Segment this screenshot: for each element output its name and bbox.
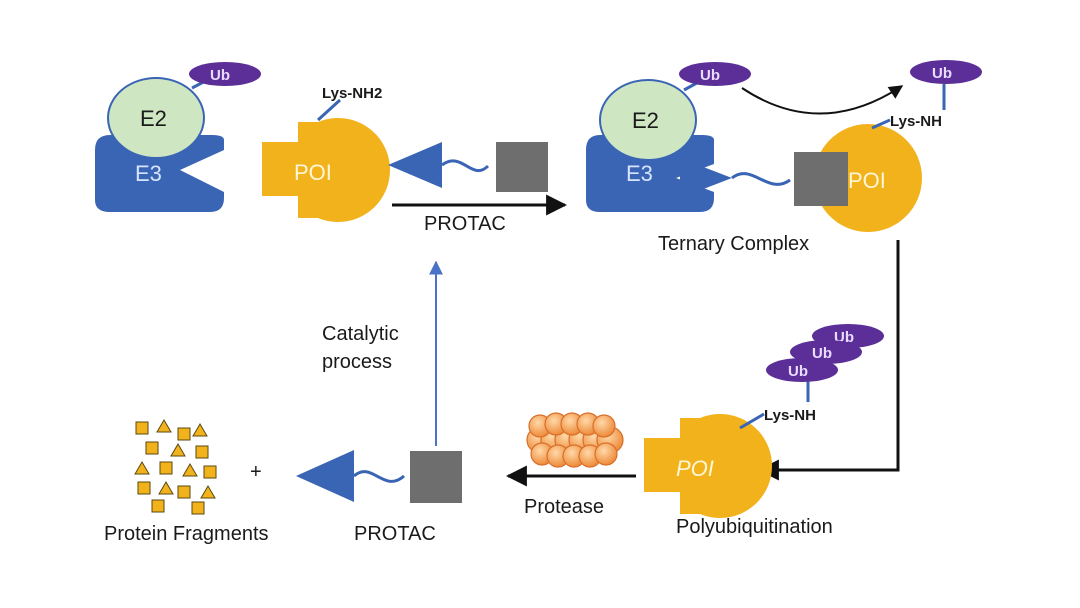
plus-sign: + [250, 461, 262, 483]
protac-bound [680, 158, 791, 198]
e3-label-left: E3 [135, 161, 162, 186]
e2-enzyme-left: E2 [107, 77, 205, 159]
catalytic-label-line2: process [322, 351, 392, 373]
poi-ternary: POI Lys-NH [794, 113, 942, 232]
ubiquitination-arrow [757, 240, 900, 481]
catalytic-label-line1: Catalytic [322, 323, 399, 345]
poi-label-poly: POI [676, 456, 714, 481]
poi-label-left: POI [294, 160, 332, 185]
ternary-complex-label: Ternary Complex [658, 233, 809, 255]
protease-arrow: Protease [505, 465, 636, 518]
protac-arrow: PROTAC [392, 194, 568, 235]
e3-ligase-left: E3 [95, 135, 224, 212]
ub-label-ternary: Ub [700, 67, 720, 84]
protease-label: Protease [524, 496, 604, 518]
e2-label-left: E2 [140, 106, 167, 131]
ub-chain-label-2: Ub [812, 345, 832, 362]
ub-label-transferred: Ub [932, 65, 952, 82]
catalytic-arrow: Catalytic process [322, 260, 443, 446]
lys-nh-label-ternary: Lys-NH [890, 113, 942, 130]
poi-label-ternary: POI [848, 168, 886, 193]
e2-label-ternary: E2 [632, 108, 659, 133]
protac-label-top: PROTAC [424, 213, 506, 235]
lys-nh2-label: Lys-NH2 [322, 85, 382, 102]
e2-enzyme-ternary: E2 [599, 79, 697, 161]
polyubiquitination-label: Polyubiquitination [676, 516, 833, 538]
ub-chain-label-3: Ub [788, 363, 808, 380]
proteasome-icon [526, 412, 624, 468]
lys-nh-label-poly: Lys-NH [764, 407, 816, 424]
ubiquitin-ternary: Ub [679, 62, 904, 115]
e3-label-ternary: E3 [626, 161, 653, 186]
protein-fragments-icon [134, 419, 217, 515]
ub-label-left: Ub [210, 67, 230, 84]
protac-label-bottom: PROTAC [354, 523, 436, 545]
protac-recycled: PROTAC [296, 450, 462, 545]
ubiquitin-left: Ub [189, 62, 261, 90]
protac-top [388, 142, 548, 192]
poi-polyubiquitinated: POI Lys-NH [644, 380, 816, 518]
ubiquitin-transferred: Ub [910, 60, 982, 110]
polyubiquitin-chain: Ub Ub Ub [766, 324, 884, 382]
protein-fragments-label: Protein Fragments [104, 523, 269, 545]
poi-left: POI Lys-NH2 [262, 85, 391, 222]
